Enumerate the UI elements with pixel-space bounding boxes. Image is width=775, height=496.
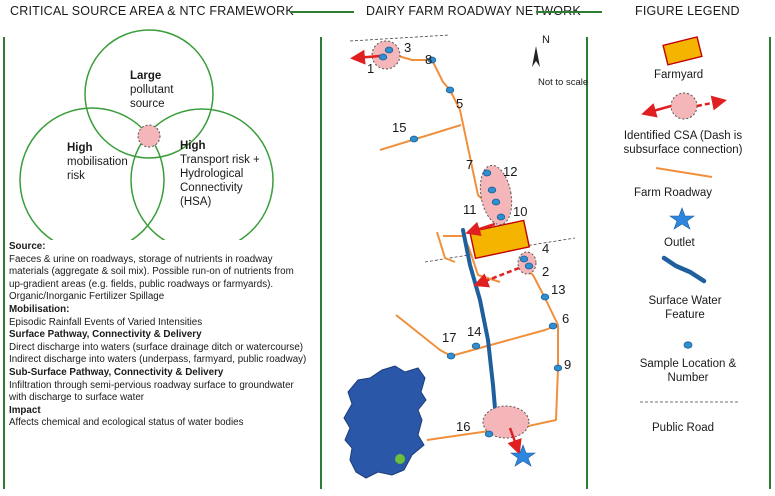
sample-point <box>484 430 494 438</box>
sample-point <box>427 56 437 64</box>
legend-outlet-label: Outlet <box>664 237 695 249</box>
north-arrow-icon <box>532 46 540 67</box>
venn-circle-transport <box>130 108 274 240</box>
venn-source-label: Large pollutant source <box>130 70 174 110</box>
surface-pathway-heading: Surface Pathway, Connectivity & Delivery <box>9 329 202 341</box>
sample-number: 14 <box>467 324 482 339</box>
panel-divider <box>769 37 771 489</box>
mobilisation-text: Episodic Rainfall Events of Varied Inten… <box>9 316 203 328</box>
sample-point <box>496 213 506 221</box>
legend-sample-label: Sample Location &Number <box>639 358 737 384</box>
ireland-inset-map <box>343 365 427 479</box>
flow-arrow <box>507 427 522 455</box>
legend-outlet-icon <box>669 207 695 230</box>
sample-point <box>378 53 388 61</box>
surface-water-feature <box>461 228 498 422</box>
surface-pathway-text-indirect: Indirect discharge into waters (underpas… <box>9 354 307 366</box>
sample-number: 17 <box>442 330 457 345</box>
sample-point <box>384 46 394 54</box>
header-divider <box>290 11 354 13</box>
venn-transport-label: High Transport risk + Hydrological Conne… <box>180 140 260 208</box>
venn-mobilisation-label: High mobilisation risk <box>67 142 128 182</box>
sample-number: 13 <box>551 282 566 297</box>
sample-number: 6 <box>562 311 570 326</box>
header-legend: FIGURE LEGEND <box>635 4 740 18</box>
sample-point <box>553 364 563 372</box>
subsurface-flow-arrow <box>473 266 520 288</box>
impact-heading: Impact <box>9 404 41 416</box>
farm-roadway <box>436 231 456 263</box>
csa-ellipse <box>482 405 530 439</box>
sample-number: 4 <box>542 241 550 256</box>
sample-point <box>491 198 501 206</box>
sample-point <box>409 135 419 143</box>
legend-roadway-label: Farm Roadway <box>634 187 712 199</box>
sample-number: 7 <box>466 157 474 172</box>
header-divider <box>536 11 602 13</box>
sample-point <box>519 255 529 263</box>
sample-number: 3 <box>404 40 412 55</box>
sample-number: 5 <box>456 96 464 111</box>
source-text: Faeces & urine on roadways, storage of n… <box>9 253 294 303</box>
subsurface-pathway-text: Infiltration through semi-pervious roadw… <box>9 379 294 404</box>
legend-farmyard-icon <box>662 36 703 66</box>
panel-divider <box>3 37 5 489</box>
source-heading: Source: <box>9 241 46 252</box>
legend-farmyard-label: Farmyard <box>654 69 704 81</box>
header-framework: CRITICAL SOURCE AREA & NTC FRAMEWORK <box>10 4 294 18</box>
venn-diagram <box>19 29 274 240</box>
legend-water-line <box>661 255 707 284</box>
sample-number: 1 <box>367 61 375 76</box>
sample-point <box>524 262 534 270</box>
csa-ellipse <box>479 164 513 226</box>
sample-number: 2 <box>542 264 550 279</box>
impact-text: Affects chemical and ecological status o… <box>9 417 244 429</box>
sample-number: 11 <box>463 202 477 217</box>
farm-roadway <box>379 124 462 151</box>
north-label: N <box>542 34 550 46</box>
farm-roadway <box>384 51 502 219</box>
legend-roadway-line <box>655 167 713 178</box>
legend-sample-icon <box>683 341 693 349</box>
sample-number: 9 <box>564 357 572 372</box>
panel-divider <box>320 37 322 489</box>
sample-point <box>446 352 456 360</box>
framework-description: Source: Faeces & urine on roadways, stor… <box>9 241 309 430</box>
sample-number: 12 <box>503 164 518 179</box>
header-network: DAIRY FARM ROADWAY NETWORK <box>366 4 581 18</box>
sample-number: 15 <box>392 120 407 135</box>
legend-csa-icon <box>641 92 727 120</box>
sample-point <box>445 86 455 94</box>
surface-pathway-text-direct: Direct discharge into waters (surface dr… <box>9 341 304 353</box>
flow-arrow <box>350 49 381 65</box>
mobilisation-heading: Mobilisation: <box>9 303 70 315</box>
sample-point <box>540 293 550 301</box>
subsurface-pathway-heading: Sub-Surface Pathway, Connectivity & Deli… <box>9 366 224 378</box>
panel-divider <box>586 37 588 489</box>
sample-number: 16 <box>456 419 471 434</box>
sample-point <box>548 322 558 330</box>
legend-public-road-label: Public Road <box>652 422 715 434</box>
venn-circle-source <box>84 29 214 159</box>
sample-number: 8 <box>425 52 433 67</box>
sample-point <box>471 342 481 350</box>
scale-note: Not to scale <box>538 77 589 88</box>
outlet-star <box>510 444 536 467</box>
public-road <box>349 34 451 42</box>
flow-arrow <box>465 221 496 237</box>
farmyard <box>469 219 531 260</box>
sample-number: 10 <box>513 204 528 219</box>
sample-point <box>482 169 492 177</box>
csa-intersection-marker <box>137 124 161 148</box>
sample-point <box>487 186 497 194</box>
venn-circle-mobilisation <box>19 107 165 240</box>
